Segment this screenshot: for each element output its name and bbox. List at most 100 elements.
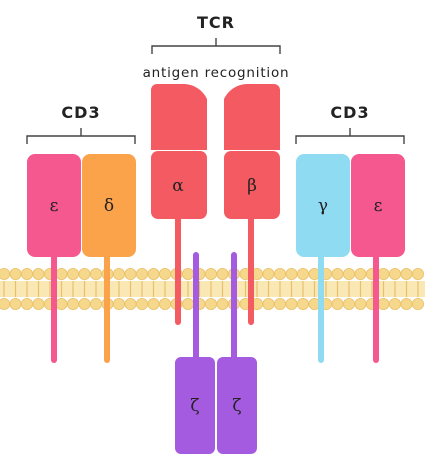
lipid-head bbox=[135, 297, 148, 310]
lipid-head bbox=[262, 297, 275, 310]
lipid-head bbox=[377, 297, 390, 310]
lipid-head bbox=[124, 297, 137, 310]
cd3-right-bracket bbox=[295, 128, 405, 144]
lipid-head bbox=[354, 297, 367, 310]
zeta-right-chain: ζ bbox=[217, 357, 257, 454]
lipid-head bbox=[147, 297, 160, 310]
tcr-alpha-chain: α bbox=[151, 84, 207, 219]
cd3-right-label: CD3 bbox=[330, 103, 369, 122]
cd3-right-gamma-stalk bbox=[318, 250, 324, 363]
lipid-head bbox=[20, 267, 33, 280]
lipid-head bbox=[67, 267, 80, 280]
lipid-head bbox=[158, 267, 171, 280]
lipid-head bbox=[331, 297, 344, 310]
lipid-head bbox=[331, 267, 344, 280]
tcr-alpha-stalk bbox=[175, 210, 181, 325]
tcr-beta-variable-domain bbox=[224, 84, 280, 150]
lipid-head bbox=[181, 267, 194, 280]
zeta-left-stalk bbox=[193, 252, 199, 364]
lipid-head bbox=[377, 267, 390, 280]
cd3-left-epsilon-domain bbox=[27, 154, 81, 257]
zeta-left-symbol: ζ bbox=[190, 396, 199, 416]
lipid-head bbox=[90, 267, 103, 280]
tcr-beta-chain: β bbox=[224, 84, 280, 219]
cd3-left-delta-domain bbox=[82, 154, 136, 257]
lipid-head bbox=[32, 267, 45, 280]
lipid-head bbox=[342, 267, 355, 280]
lipid-head bbox=[296, 267, 309, 280]
lipid-head bbox=[90, 297, 103, 310]
cd3-left-bracket bbox=[26, 128, 136, 144]
tcr-label: TCR bbox=[197, 13, 235, 32]
lipid-head bbox=[216, 297, 229, 310]
cd3-right-epsilon-chain: ε bbox=[351, 154, 405, 257]
tcr-bracket bbox=[151, 38, 281, 54]
membrane-inner-leaflet bbox=[0, 289, 424, 310]
lipid-head bbox=[400, 297, 413, 310]
cd3-left-delta-stalk bbox=[104, 250, 110, 363]
cd3-right-gamma-symbol: γ bbox=[318, 196, 328, 216]
lipid-head bbox=[273, 297, 286, 310]
tcr-alpha-symbol: α bbox=[172, 176, 184, 196]
lipid-head bbox=[388, 267, 401, 280]
lipid-head bbox=[0, 298, 10, 310]
zeta-left-chain: ζ bbox=[175, 357, 215, 454]
cd3-right-epsilon-symbol: ε bbox=[374, 196, 383, 216]
lipid-head bbox=[124, 267, 137, 280]
lipid-head bbox=[216, 267, 229, 280]
lipid-head bbox=[262, 267, 275, 280]
lipid-head bbox=[20, 297, 33, 310]
lipid-head bbox=[204, 297, 217, 310]
lipid-head bbox=[113, 297, 126, 310]
cd3-right-epsilon-stalk bbox=[373, 250, 379, 363]
tcr-beta-symbol: β bbox=[247, 176, 257, 196]
cd3-left-label: CD3 bbox=[61, 103, 100, 122]
lipid-head bbox=[285, 267, 298, 280]
lipid-head bbox=[135, 267, 148, 280]
tcr-beta-constant-domain bbox=[224, 151, 280, 219]
lipid-head bbox=[147, 267, 160, 280]
cd3-left-epsilon-chain: ε bbox=[27, 154, 81, 257]
lipid-head bbox=[342, 297, 355, 310]
lipid-head bbox=[411, 267, 424, 280]
lipid-head bbox=[9, 297, 22, 310]
lipid-head bbox=[273, 267, 286, 280]
lipid-head bbox=[285, 297, 298, 310]
tcr-alpha-constant-domain bbox=[151, 151, 207, 219]
cd3-left-epsilon-symbol: ε bbox=[50, 196, 59, 216]
cd3-right-epsilon-domain bbox=[351, 154, 405, 257]
zeta-right-domain bbox=[217, 357, 257, 454]
lipid-head bbox=[388, 297, 401, 310]
tcr-beta-stalk bbox=[248, 210, 254, 325]
cd3-right-gamma-chain: γ bbox=[296, 154, 350, 257]
lipid-head bbox=[411, 297, 424, 310]
lipid-head bbox=[204, 267, 217, 280]
lipid-head bbox=[9, 267, 22, 280]
antigen-recognition-label: antigen recognition bbox=[143, 65, 290, 81]
zeta-right-symbol: ζ bbox=[232, 396, 241, 416]
zeta-left-domain bbox=[175, 357, 215, 454]
cd3-left-delta-symbol: δ bbox=[104, 196, 114, 216]
membrane-core bbox=[0, 281, 425, 297]
lipid-head bbox=[32, 297, 45, 310]
tcr-alpha-variable-domain bbox=[151, 84, 207, 150]
cell-membrane bbox=[0, 267, 425, 310]
lipid-head bbox=[296, 297, 309, 310]
lipid-head bbox=[55, 297, 68, 310]
lipid-head bbox=[0, 268, 10, 280]
lipid-head bbox=[78, 297, 91, 310]
lipid-head bbox=[158, 297, 171, 310]
cd3-left-epsilon-stalk bbox=[51, 250, 57, 363]
cd3-right-gamma-domain bbox=[296, 154, 350, 257]
lipid-head bbox=[181, 297, 194, 310]
lipid-head bbox=[55, 267, 68, 280]
lipid-head bbox=[113, 267, 126, 280]
lipid-head bbox=[78, 267, 91, 280]
lipid-head bbox=[354, 267, 367, 280]
zeta-right-stalk bbox=[231, 252, 237, 364]
lipid-head bbox=[400, 267, 413, 280]
cd3-left-delta-chain: δ bbox=[82, 154, 136, 257]
lipid-head bbox=[67, 297, 80, 310]
